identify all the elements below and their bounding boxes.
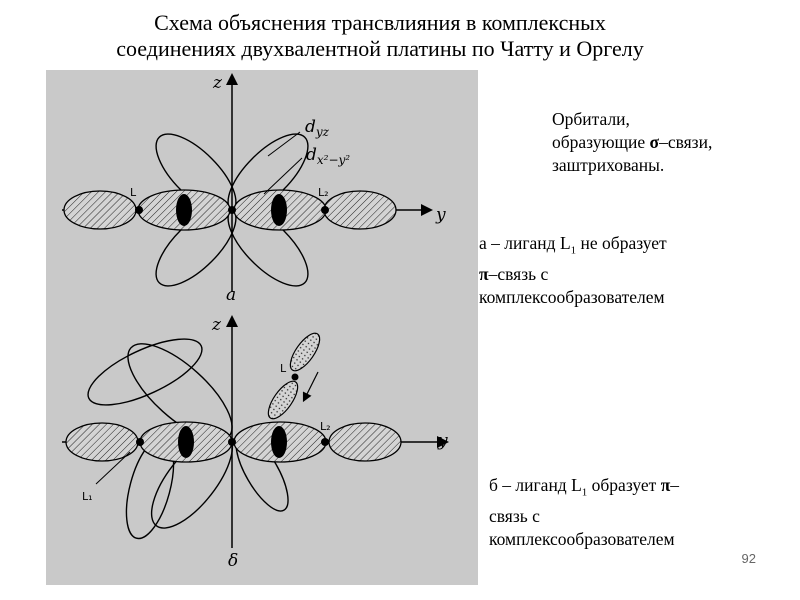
ligand-atom xyxy=(136,438,144,446)
ligand-atom xyxy=(135,206,143,214)
note-a: а – лиганд L1 не образует π–связь с комп… xyxy=(479,232,667,309)
sigma-symbol: σ xyxy=(649,132,660,152)
orbital-label-dyz: dyz xyxy=(305,117,330,139)
pi-symbol: π xyxy=(479,263,489,284)
title-line-1: Схема объяснения трансвлияния в комплекс… xyxy=(154,10,606,35)
note-b-line-1: б – лиганд L1 образует π– xyxy=(489,474,679,505)
panel-b-caption: δ xyxy=(228,551,238,571)
ligand-lobe xyxy=(328,422,402,462)
note-b-line-3: комплексообразователем xyxy=(489,528,675,549)
ligand-label-left: L xyxy=(130,186,137,199)
ligand-atom xyxy=(321,438,329,446)
overlap-region xyxy=(176,194,192,226)
note-b: б – лиганд L1 образует π– связь с компле… xyxy=(489,474,679,551)
overlap-region xyxy=(178,426,194,458)
subscript: 1 xyxy=(581,486,588,499)
panel-b: z y L L₁ L₂ δ xyxy=(62,315,449,571)
leader-line xyxy=(95,451,131,485)
leader-line xyxy=(263,157,303,195)
metal-atom xyxy=(228,206,236,214)
ligand-label-top: L xyxy=(280,362,287,375)
note-orbitals-line-2: образующие σ–связи, xyxy=(552,131,712,154)
note-orbitals-line-1: Орбитали, xyxy=(552,109,630,129)
ligand-lobe xyxy=(323,190,397,230)
text: образующие xyxy=(552,132,650,152)
overlap-region xyxy=(271,194,287,226)
panel-a-z-label: z xyxy=(212,73,223,93)
pi-symbol: π xyxy=(660,475,671,495)
panel-a-y-label: y xyxy=(435,205,446,225)
ligand-lobe xyxy=(63,190,137,230)
dyz-lobe xyxy=(87,338,203,406)
note-orbitals-line-3: заштрихованы. xyxy=(552,155,665,175)
direction-arrow xyxy=(302,371,319,403)
panel-b-z-label: z xyxy=(211,315,222,335)
ligand-atom xyxy=(291,373,299,381)
leader-line xyxy=(267,131,301,157)
ligand-label-right: L₂ xyxy=(318,186,329,199)
overlap-region xyxy=(271,426,287,458)
note-a-line-3: комплексообразователем xyxy=(479,286,665,307)
panel-background xyxy=(46,70,478,585)
ligand-pi-lobe xyxy=(267,380,299,420)
text: – xyxy=(670,475,680,495)
ligand-label-left: L₁ xyxy=(82,490,93,503)
ligand-label-right: L₂ xyxy=(320,420,331,433)
panel-b-y-label: y xyxy=(437,431,448,451)
ligand-atom xyxy=(321,206,329,214)
metal-atom xyxy=(228,438,236,446)
text: не образует xyxy=(576,233,667,253)
page-number: 92 xyxy=(741,551,756,566)
text: б – лиганд L xyxy=(489,475,582,495)
subscript: 1 xyxy=(570,244,577,257)
text: образует xyxy=(587,475,661,495)
ligand-pi-lobe xyxy=(289,332,321,372)
panel-a-caption: а xyxy=(226,285,236,305)
text: а – лиганд L xyxy=(479,233,571,253)
note-a-line-1: а – лиганд L1 не образует xyxy=(479,232,667,263)
panel-a: z y dyz dx²−y² L L₂ а xyxy=(62,73,446,305)
note-orbitals: Орбитали, образующие σ–связи, заштрихова… xyxy=(552,108,712,177)
slide-title: Схема объяснения трансвлияния в комплекс… xyxy=(0,10,760,62)
note-b-line-2: связь с xyxy=(489,505,540,526)
text: –связь с xyxy=(488,263,549,284)
note-a-line-2: π–связь с xyxy=(479,263,667,286)
orbital-label-dx2y2: dx²−y² xyxy=(306,145,350,167)
title-line-2: соединениях двухвалентной платины по Чат… xyxy=(116,36,644,61)
text: –связи, xyxy=(659,132,713,152)
